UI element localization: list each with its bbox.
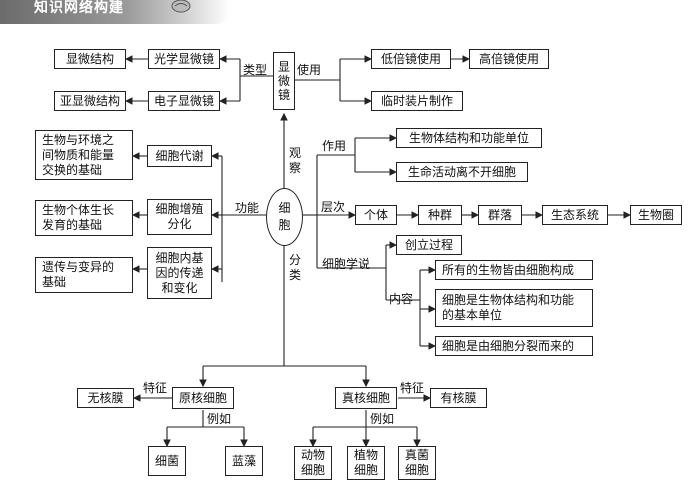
level-community: 群落: [478, 205, 522, 225]
gene-result-box: 遗传与变异的 基础: [35, 257, 133, 293]
cyanobacteria-box: 蓝藻: [225, 446, 263, 476]
concept-map: 知识网络构建: [0, 0, 682, 480]
function-label: 功能: [235, 201, 260, 215]
magnifier-icon: [171, 0, 191, 13]
animal-cell-box: 动物 细胞: [294, 446, 332, 480]
levels-label: 层次: [321, 200, 346, 214]
metabolism-box: 细胞代谢: [147, 145, 212, 167]
micro-structure-box: 显微结构: [54, 49, 126, 69]
microscope-box: 显 微 镜: [273, 52, 295, 110]
section-title: 知识网络构建: [34, 0, 124, 16]
fungus-cell-box: 真菌 细胞: [398, 446, 436, 480]
level-individual: 个体: [355, 205, 397, 225]
section-banner: 知识网络构建: [0, 0, 230, 24]
level-biosphere: 生物圈: [630, 205, 682, 225]
cell-node: 细 胞: [266, 188, 303, 246]
use-label: 使用: [297, 63, 322, 77]
theory-label: 细胞学说: [322, 257, 371, 271]
temp-slide-box: 临时装片制作: [371, 91, 463, 111]
level-population: 种群: [418, 205, 462, 225]
prokaryote-feature-label: 特征: [143, 381, 168, 395]
prokaryote-example-label: 例如: [207, 412, 232, 426]
has-nucleus-box: 有核膜: [430, 388, 487, 408]
proliferation-box: 细胞增殖 分化: [147, 199, 212, 235]
establishment-box: 创立过程: [396, 235, 462, 255]
light-microscope-box: 光学显微镜: [148, 49, 220, 69]
proliferation-result-box: 生物个体生长 发育的基础: [35, 200, 133, 236]
connector-lines: [124, 55, 632, 448]
theory-content-1: 所有的生物皆由细胞构成: [435, 260, 593, 280]
theory-content-2: 细胞是生物体结构和功能 的基本单位: [435, 289, 593, 327]
classification-label: 分 类: [288, 253, 301, 282]
life-activity-box: 生命活动离不开细胞: [396, 162, 528, 182]
theory-content-3: 细胞是由细胞分裂而来的: [435, 336, 593, 356]
observe-label: 观 察: [288, 146, 301, 175]
high-power-box: 高倍镜使用: [469, 49, 549, 69]
eukaryote-feature-label: 特征: [400, 381, 425, 395]
bacteria-box: 细菌: [148, 446, 186, 476]
gene-transfer-box: 细胞内基 因的传递 和变化: [147, 247, 212, 299]
electron-microscope-box: 电子显微镜: [148, 91, 220, 111]
level-ecosystem: 生态系统: [542, 205, 608, 225]
sub-micro-structure-box: 亚显微结构: [54, 91, 126, 111]
no-nucleus-box: 无核膜: [77, 388, 134, 408]
content-label: 内容: [389, 292, 414, 306]
plant-cell-box: 植物 细胞: [347, 446, 385, 480]
unit-box: 生物体结构和功能单位: [396, 128, 542, 148]
eukaryote-example-label: 例如: [370, 412, 395, 426]
metabolism-result-box: 生物与环境之 间物质和能量 交换的基础: [35, 130, 133, 180]
type-label: 类型: [243, 63, 268, 77]
low-power-box: 低倍镜使用: [371, 49, 451, 69]
role-label: 作用: [322, 139, 347, 153]
prokaryote-box: 原核细胞: [172, 387, 234, 409]
eukaryote-box: 真核细胞: [335, 387, 397, 409]
